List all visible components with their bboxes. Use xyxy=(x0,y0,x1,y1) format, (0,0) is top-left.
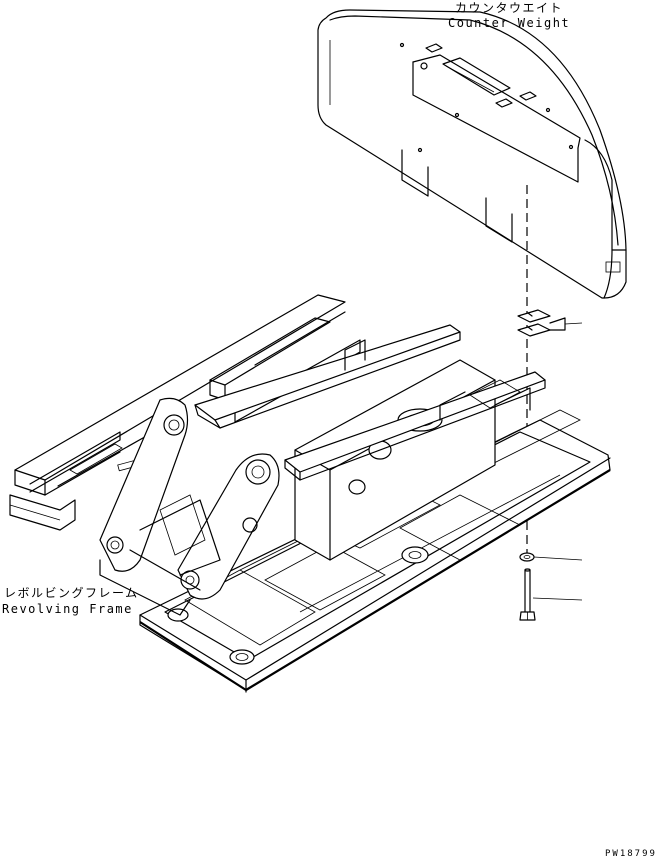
counter-weight-label-jp: カウンタウエイト xyxy=(455,1,563,15)
revolving-frame-label-jp: レボルビングフレーム xyxy=(4,586,139,600)
counter-weight-part xyxy=(317,9,627,299)
counter-weight-label-en: Counter Weight xyxy=(448,16,570,30)
drawing-number: PW18799 xyxy=(605,849,657,859)
revolving-frame-part xyxy=(9,294,611,693)
revolving-frame-label-en: Revolving Frame xyxy=(2,602,133,616)
shim-plates xyxy=(517,309,583,337)
mounting-bolt xyxy=(519,568,583,621)
washer xyxy=(519,552,583,562)
